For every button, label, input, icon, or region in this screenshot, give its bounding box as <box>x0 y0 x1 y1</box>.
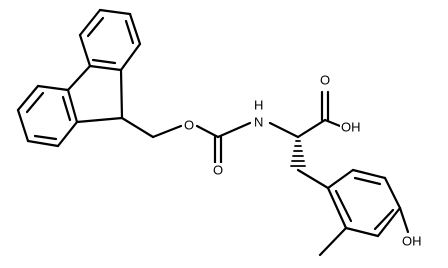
bond <box>383 176 402 210</box>
bond <box>16 84 40 112</box>
bond <box>56 120 79 148</box>
bond <box>373 208 395 231</box>
aryl-ring <box>318 168 410 257</box>
carboxyl-hydroxyl-label: OH <box>341 119 361 134</box>
bond <box>344 226 380 238</box>
bond <box>353 176 382 186</box>
amide-hydrogen-label: H <box>254 97 263 112</box>
bond <box>120 116 155 139</box>
bond <box>296 168 330 190</box>
bond <box>75 116 124 124</box>
phenol-hydroxyl-label: OH <box>402 233 422 248</box>
bond <box>91 58 117 65</box>
bond <box>296 118 327 139</box>
bond <box>195 124 220 139</box>
carbonyl-oxygen-label: O <box>213 162 223 177</box>
carbamate-linker <box>120 116 300 165</box>
atom-labels: O O H N O OH OH <box>182 72 428 249</box>
carboxyl-oxygen-label: O <box>320 72 330 87</box>
bond <box>398 206 410 234</box>
bond <box>268 121 300 139</box>
bond <box>61 95 72 122</box>
amino-acid-backbone <box>290 90 342 190</box>
ester-oxygen-label: O <box>184 117 194 132</box>
bond <box>98 8 132 16</box>
bond <box>119 68 124 120</box>
bond <box>26 139 60 148</box>
bond <box>124 19 135 45</box>
bond <box>326 186 348 230</box>
bond <box>78 33 92 68</box>
stereo-hashed-bond <box>290 140 306 167</box>
bond <box>334 189 353 223</box>
amide-nitrogen-label: N <box>254 114 263 129</box>
bond <box>16 108 30 143</box>
bond <box>151 124 183 139</box>
bond <box>66 88 79 124</box>
bond <box>376 206 402 238</box>
bond <box>119 42 142 72</box>
bond <box>318 226 348 257</box>
bond <box>326 168 355 190</box>
bond <box>128 12 142 46</box>
bond <box>86 16 105 38</box>
bond <box>78 8 102 37</box>
bond <box>216 121 252 139</box>
bond <box>66 64 92 92</box>
bond <box>36 84 70 92</box>
bond <box>25 91 45 114</box>
bond <box>88 64 123 72</box>
bond <box>33 134 58 141</box>
bond <box>323 118 342 128</box>
bond <box>351 168 387 180</box>
fluorenyl-group <box>16 8 142 148</box>
